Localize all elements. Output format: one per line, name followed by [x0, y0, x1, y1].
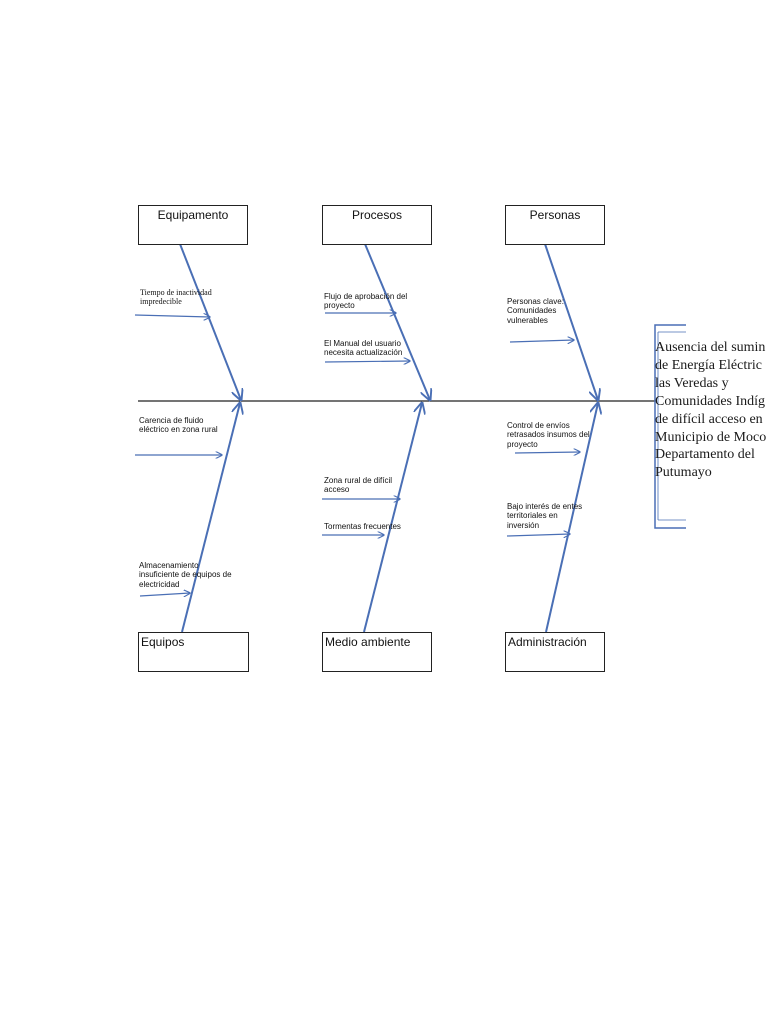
category-box-equipos: Equipos: [138, 632, 249, 672]
effect-line: las Veredas y: [655, 375, 729, 391]
category-box-medio-ambiente: Medio ambiente: [322, 632, 432, 672]
cause-arrow: [134, 315, 210, 317]
bone-procesos: [364, 243, 430, 400]
effect-line: Comunidades Indíg: [655, 393, 766, 409]
effect-line: Ausencia del sumin: [655, 340, 766, 355]
cause-arrow: [506, 534, 570, 536]
bone-equipamento: [179, 243, 241, 400]
cause-arrow: [324, 361, 410, 362]
effect-line: Putumayo: [655, 465, 712, 481]
effect-line: de Energía Eléctric: [655, 357, 763, 373]
effect-bracket: [654, 324, 686, 529]
effect-line: de difícil acceso en: [655, 411, 763, 427]
cause-arrow: [514, 452, 580, 453]
bone-medio-ambiente: [363, 403, 422, 633]
cause-arrow: [509, 340, 574, 342]
category-box-equipamento: Equipamento: [138, 205, 248, 245]
cause-label: Tiempo de inactividad impredecible: [140, 288, 212, 307]
bone-personas: [544, 243, 598, 400]
bone-equipos: [181, 403, 240, 633]
effect-text: Ausencia del sumin de Energía Eléctric l…: [655, 339, 768, 482]
cause-label: El Manual del usuario necesita actualiza…: [324, 339, 403, 358]
cause-arrow: [139, 593, 190, 596]
category-box-procesos: Procesos: [322, 205, 432, 245]
cause-label: Flujo de aprobación del proyecto: [324, 292, 408, 311]
cause-label: Carencia de fluido eléctrico en zona rur…: [139, 416, 218, 435]
effect-line: Departamento del: [655, 447, 755, 463]
cause-label: Almacenamiento insuficiente de equipos d…: [139, 561, 232, 589]
category-box-personas: Personas: [505, 205, 605, 245]
effect-line: Municipio de Moco: [655, 429, 767, 445]
cause-label: Zona rural de difícil acceso: [324, 476, 393, 495]
cause-label: Tormentas frecuentes: [324, 522, 401, 531]
category-box-administracion: Administración: [505, 632, 605, 672]
cause-label: Control de envíos retrasados insumos del…: [507, 421, 590, 449]
cause-label: Personas clave: Comunidades vulnerables: [507, 297, 564, 325]
cause-label: Bajo interés de entes territoriales en i…: [507, 502, 583, 530]
bone-administracion: [545, 403, 598, 633]
